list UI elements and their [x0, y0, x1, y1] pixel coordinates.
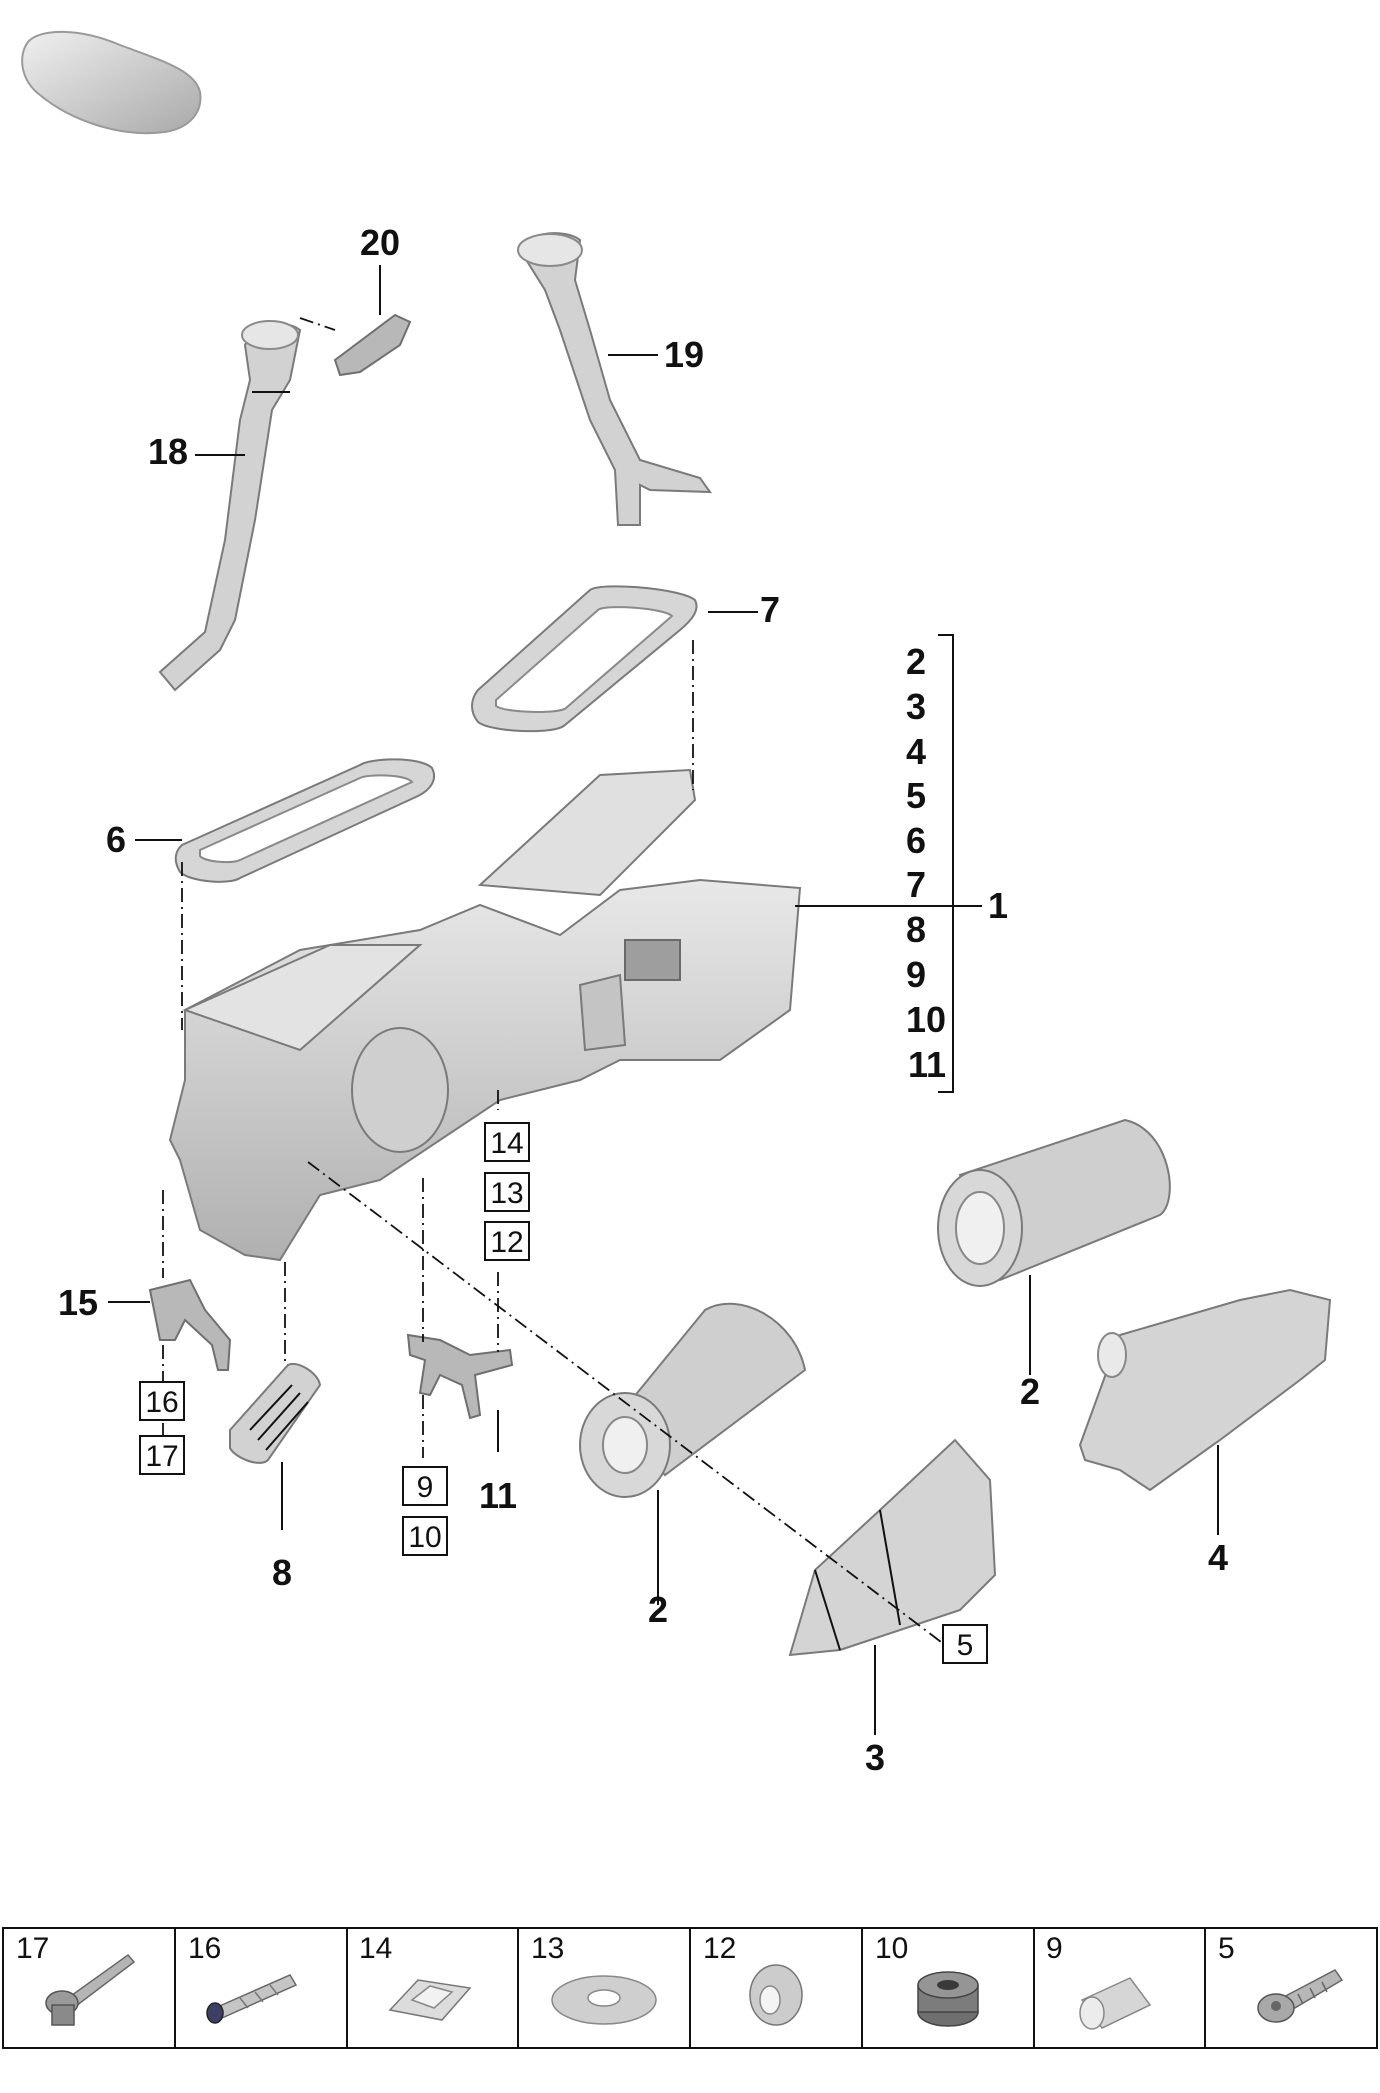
- expansion-rivet-icon: [206, 1974, 298, 2024]
- tray-label: 10: [875, 1932, 908, 1965]
- tray-label: 12: [703, 1932, 736, 1965]
- list-item: 6: [906, 820, 926, 861]
- rubber-grommet-icon: [917, 1971, 979, 2027]
- list-item: 3: [906, 686, 926, 727]
- list-item: 5: [906, 775, 926, 816]
- spacer-sleeve-icon: [1079, 1977, 1152, 2030]
- callout-6: 6: [106, 819, 126, 860]
- list-item: 10: [906, 999, 946, 1040]
- tray-label: 5: [1218, 1932, 1235, 1965]
- callout-1: 1: [988, 885, 1008, 926]
- list-item: 4: [906, 731, 926, 772]
- bracket-part-11: [406, 1333, 514, 1420]
- grommet-icon: [749, 1964, 803, 2026]
- boxed-ref-17: 17: [145, 1440, 178, 1473]
- boxed-ref-16: 16: [145, 1386, 178, 1419]
- boxed-ref-5: 5: [957, 1629, 974, 1662]
- callout-labels: 20 19 18 7 6 1 15 8 11 2 2 3 4: [58, 222, 1228, 1778]
- screw-icon: [1257, 1969, 1344, 2023]
- callout-7: 7: [760, 589, 780, 630]
- boxed-ref-14: 14: [490, 1127, 523, 1160]
- boxed-ref-9: 9: [417, 1471, 434, 1504]
- tray-label: 9: [1046, 1932, 1063, 1965]
- callout-20: 20: [360, 222, 400, 263]
- list-item: 11: [908, 1044, 946, 1085]
- list-item: 8: [906, 909, 926, 950]
- duct-part-19: [517, 232, 712, 526]
- bolt-icon: [45, 1953, 136, 2026]
- callout-18: 18: [148, 431, 188, 472]
- callout-19: 19: [664, 334, 704, 375]
- callout-15: 15: [58, 1282, 98, 1323]
- duct-part-18: [158, 320, 302, 692]
- callout-3: 3: [865, 1737, 885, 1778]
- gasket-part-6: [174, 758, 436, 883]
- bracket-part-20: [299, 313, 412, 377]
- part-1-contents-list: 2 3 4 5 6 7 8 9 10 11: [906, 641, 946, 1085]
- clip-nut-icon: [388, 1979, 472, 2021]
- leader-lines: [108, 265, 1219, 1735]
- cover-part-8: [229, 1362, 322, 1464]
- tray-label: 14: [359, 1932, 392, 1965]
- filter-part-2-upper: [937, 1118, 1171, 1287]
- boxed-ref-12: 12: [490, 1226, 523, 1259]
- boxed-ref-10: 10: [408, 1521, 441, 1554]
- tray-label: 16: [188, 1932, 221, 1965]
- bracket-part-15: [148, 1278, 232, 1371]
- list-item: 7: [906, 864, 926, 905]
- callout-8: 8: [272, 1552, 292, 1593]
- list-item: 9: [906, 954, 926, 995]
- boxed-ref-13: 13: [490, 1177, 523, 1210]
- callout-4: 4: [1208, 1537, 1228, 1578]
- tray-label: 13: [531, 1932, 564, 1965]
- housing-part-1: [168, 768, 802, 1262]
- tray-label: 17: [16, 1932, 49, 1965]
- housing-part-4: [1078, 1288, 1332, 1492]
- callout-11: 11: [479, 1475, 517, 1516]
- list-item: 2: [906, 641, 926, 682]
- callout-2-upper: 2: [1020, 1371, 1040, 1412]
- callout-2-lower: 2: [648, 1589, 668, 1630]
- car-silhouette-icon: [21, 30, 202, 135]
- boxed-references: 14 13 12 16 17 9 10 5: [139, 1122, 988, 1664]
- washer-icon: [551, 1975, 657, 2025]
- gasket-part-7: [471, 585, 698, 733]
- filter-part-2-lower: [579, 1302, 807, 1498]
- housing-part-3: [788, 1438, 997, 1657]
- fastener-tray: 17 16 14 13 12 10 9 5: [2, 1927, 1378, 2049]
